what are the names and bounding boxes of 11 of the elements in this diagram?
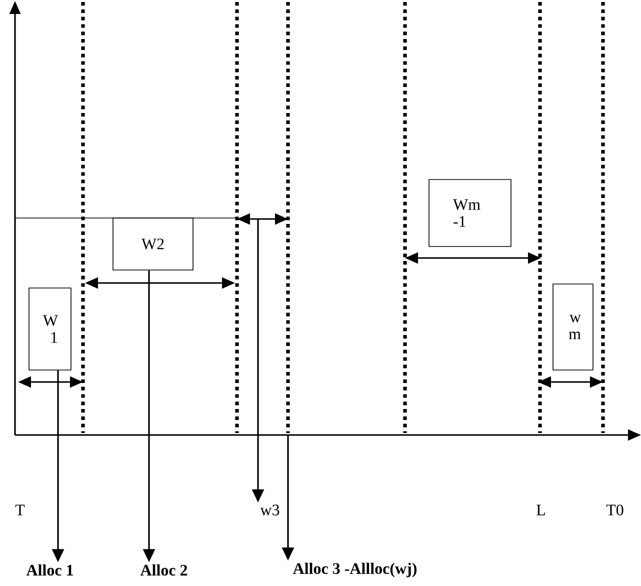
axis-label: L	[536, 504, 545, 516]
axis-label: w3	[260, 504, 280, 516]
label-box: Wm -1	[428, 179, 512, 247]
bold-label: Alloc 1	[26, 564, 73, 576]
label-box: W 1	[28, 288, 72, 370]
axis-label: T	[15, 504, 25, 516]
label-box: W2	[112, 218, 194, 270]
axis-label: T0	[606, 504, 624, 516]
bold-label: Alloc 3 -Allloc(wj)	[292, 562, 416, 578]
label-box: w m	[552, 284, 594, 370]
bold-label: Alloc 2	[140, 564, 188, 576]
